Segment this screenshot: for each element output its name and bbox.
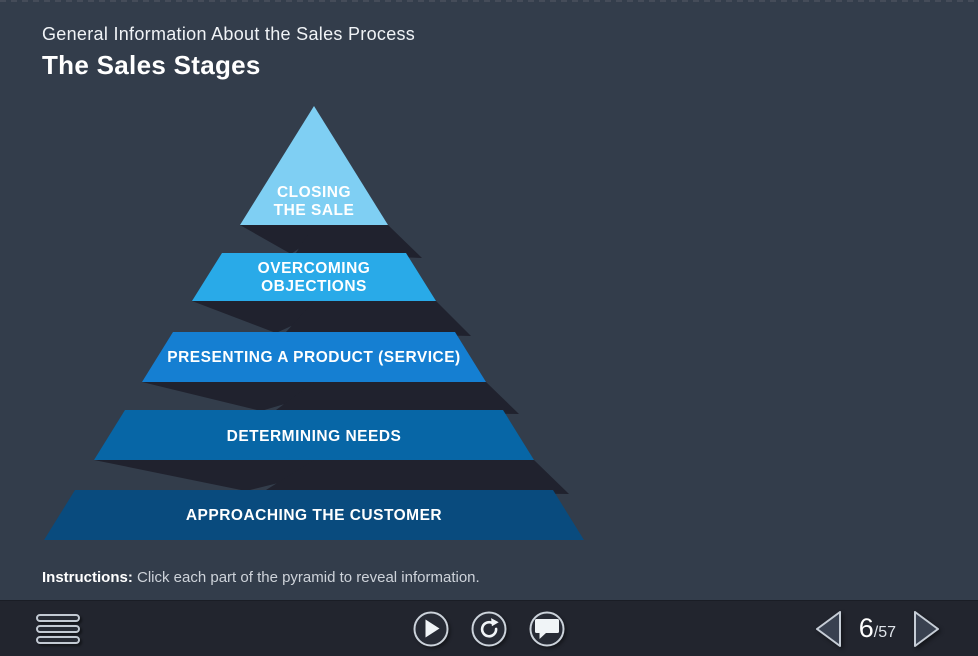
replay-button[interactable] bbox=[471, 611, 507, 646]
layer-label-line: THE SALE bbox=[274, 202, 355, 219]
previous-button[interactable] bbox=[813, 609, 843, 649]
page-title: The Sales Stages bbox=[42, 50, 261, 80]
shadow-wedge bbox=[266, 460, 569, 494]
pyramid-shape[interactable] bbox=[94, 410, 534, 460]
previous-arrow-icon[interactable] bbox=[815, 610, 841, 647]
pyramid-shape[interactable] bbox=[240, 106, 388, 225]
pyramid-layer-presenting-a-product[interactable]: PRESENTING A PRODUCT (SERVICE) bbox=[142, 332, 486, 382]
playback-controls bbox=[413, 611, 565, 646]
layer-label-line: PRESENTING A PRODUCT (SERVICE) bbox=[167, 349, 460, 366]
top-seam-divider bbox=[0, 0, 978, 2]
next-arrow-icon[interactable] bbox=[914, 610, 939, 647]
layer-label-line: CLOSING bbox=[277, 184, 351, 201]
hamburger-icon bbox=[36, 624, 80, 633]
pyramid-shape[interactable] bbox=[44, 490, 584, 540]
sales-stages-pyramid: CLOSING THE SALE OVERCOMING OBJECTIONS P… bbox=[44, 106, 584, 540]
instructions-body: Click each part of the pyramid to reveal… bbox=[137, 569, 480, 586]
pyramid-layer-overcoming-objections[interactable]: OVERCOMING OBJECTIONS bbox=[192, 253, 436, 301]
navigation-controls: 6 /57 bbox=[813, 609, 942, 649]
current-page: 6 bbox=[858, 613, 874, 643]
play-icon bbox=[425, 619, 439, 638]
slide: General Information About the Sales Proc… bbox=[0, 0, 978, 586]
pyramid-shape[interactable] bbox=[192, 253, 436, 301]
layer-label-line: OBJECTIONS bbox=[261, 278, 367, 295]
total-pages: /57 bbox=[873, 624, 896, 641]
comment-icon bbox=[535, 618, 559, 639]
pyramid-layer-approaching-the-customer[interactable]: APPROACHING THE CUSTOMER bbox=[44, 490, 584, 540]
shadow-wedge bbox=[296, 225, 422, 258]
replay-icon bbox=[480, 618, 499, 638]
comment-button[interactable] bbox=[529, 611, 565, 646]
hamburger-icon bbox=[36, 635, 80, 644]
pyramid-layer-closing-the-sale[interactable]: CLOSING THE SALE bbox=[240, 106, 388, 225]
pyramid-shadows bbox=[94, 225, 569, 494]
hamburger-icon bbox=[36, 613, 80, 622]
play-button[interactable] bbox=[413, 611, 449, 646]
player-bar: 6 /57 bbox=[0, 600, 978, 656]
instructions-label: Instructions: bbox=[42, 569, 133, 586]
shadow-wedge bbox=[286, 301, 471, 336]
layer-label-line: DETERMINING NEEDS bbox=[227, 428, 402, 445]
layer-label-line: APPROACHING THE CUSTOMER bbox=[186, 507, 442, 524]
page-indicator: 6 /57 bbox=[859, 613, 896, 644]
menu-button[interactable] bbox=[36, 611, 80, 647]
shadow-wedge bbox=[276, 382, 519, 414]
pyramid-shape[interactable] bbox=[142, 332, 486, 382]
next-button[interactable] bbox=[912, 609, 942, 649]
slide-subtitle: General Information About the Sales Proc… bbox=[42, 24, 416, 44]
instructions-text: Instructions: Click each part of the pyr… bbox=[42, 569, 480, 586]
pyramid-layer-determining-needs[interactable]: DETERMINING NEEDS bbox=[94, 410, 534, 460]
layer-label-line: OVERCOMING bbox=[258, 260, 371, 277]
